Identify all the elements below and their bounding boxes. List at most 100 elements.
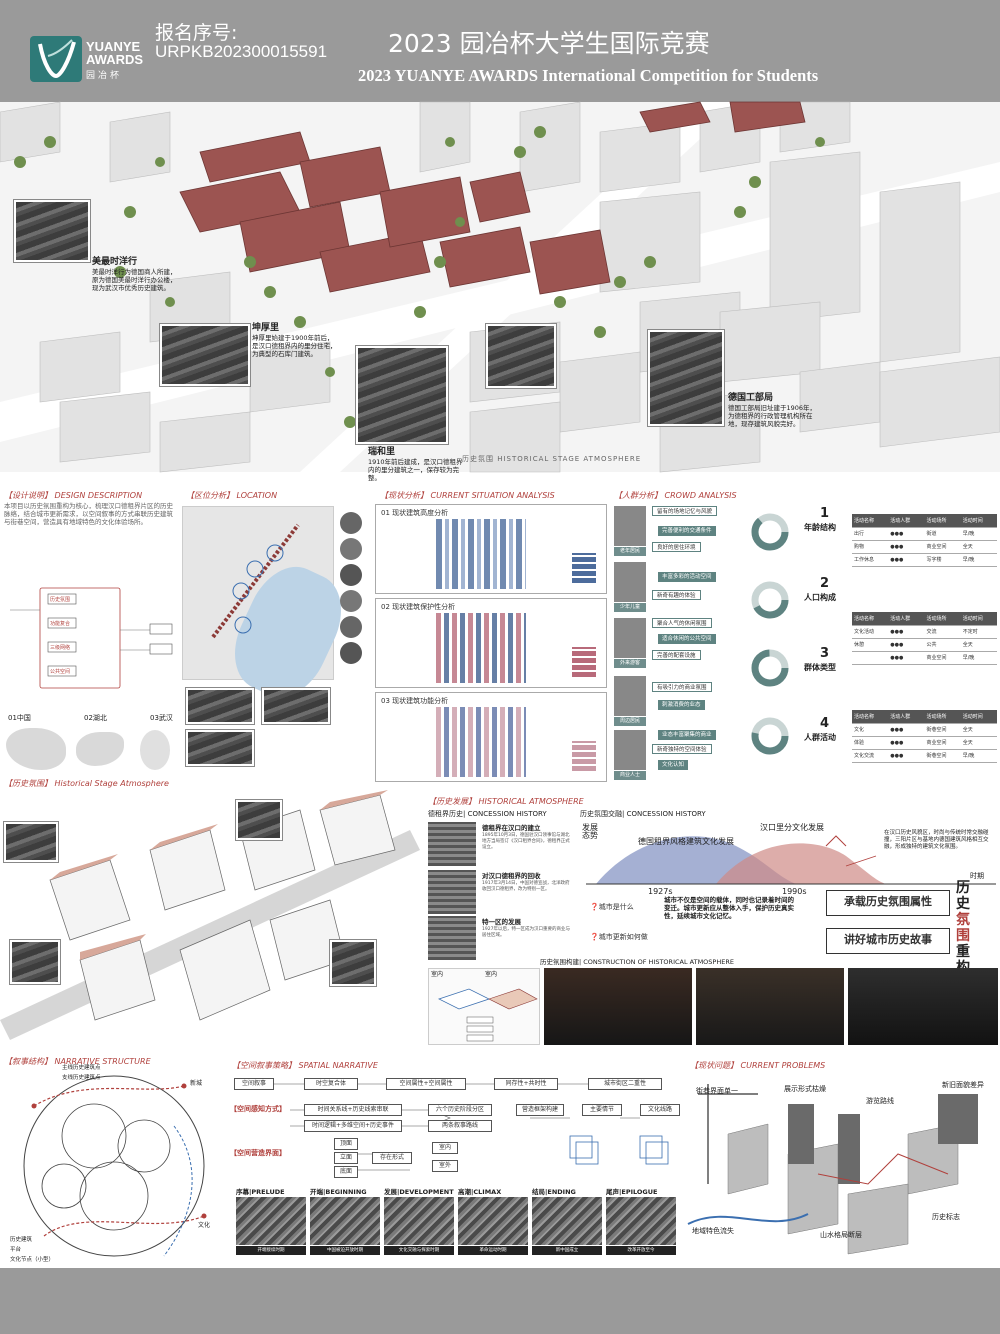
seq-head-6: 尾声|EPILOGUE [606,1188,658,1196]
vertical-title: 历史氛围重构 [956,880,970,976]
seq-head-5: 结局|ENDING [532,1188,576,1196]
svg-text:公共空间: 公共空间 [50,668,70,675]
location-photo-3 [186,730,254,766]
current-label-4: 新旧面貌差异 [942,1081,984,1089]
construct-render-2 [696,968,844,1045]
strategy-box-1: 承载历史氛围属性 [826,890,950,916]
historic-street-axonometric [0,790,420,1045]
stage-photo-2 [236,800,282,840]
narrative-legend-2: 支线历史建筑点 [62,1075,101,1081]
current-label-2: 展示形式枯燥 [784,1085,826,1093]
flow-box-17: 室内 [432,1142,458,1154]
narrative-legend-4: 平台 [10,1247,22,1253]
flow-box-2: 时空复合体 [304,1078,358,1090]
header-bar: YUANYE AWARDS 园冶杯 报名序号: URPKB20230001559… [0,0,1000,102]
narrative-legend-3: 历史建筑 [10,1237,33,1243]
curve-label-2: 汉口里分文化发展 [760,823,824,832]
answer-text: 城市不仅是空间的载体，同时也记录着时间的变迁。城市更新应从整体入手，保护历史真实… [664,896,794,920]
svg-text:三级网络: 三级网络 [50,644,70,651]
seq-cap-1: 开端接续时期 [236,1246,306,1255]
flow-box-12: 两条叙事路线 [428,1120,492,1132]
stage-photo-1 [4,822,58,862]
crowd-group-4: 周边居民 有吸引力的商业氛围 刺激消费的业态 [614,676,744,731]
activity-table-1: 活动名称活动人群活动场所活动时间 出行●●●街道早/晚 购物●●●商业空间全天 … [852,514,997,567]
section-current: 【现状问题】 CURRENT PROBLEMS [690,1061,826,1070]
section-status: 【现状分析】 CURRENT SITUATION ANALYSIS [380,491,555,500]
history-item-1: 德租界在汉口的建立 1895年10月3日，德国驻汉口领事馆与湖北地方当局签订《汉… [428,822,573,868]
seq-head-1: 序幕|PRELUDE [236,1188,285,1196]
seq-img-4 [458,1197,528,1245]
flow-box-11: 时间逻辑+多维空间+历史事件 [304,1120,402,1132]
seq-cap-3: 文化交融与探索时期 [384,1246,454,1255]
time-label: 时期 [970,872,984,880]
section-narrative: 【叙事结构】 NARRATIVE STRUCTURE [4,1057,151,1066]
metric-label-4: 人群活动 [804,733,836,742]
history-item-3: 特一区的发展 1927年以后，特一区成为汉口重要的商业与居住区域。 [428,916,573,962]
title-en: 2023 YUANYE AWARDS International Competi… [358,66,819,85]
flow-box-1: 空间叙事 [234,1078,274,1090]
logo-cn: 园冶杯 [86,71,123,81]
photo-historic-building-2 [160,324,250,386]
question-1: ❓城市是什么 [590,903,634,911]
narrative-node-2: 文化 [198,1222,211,1229]
narrative-circle-diagram [23,1075,207,1257]
construct-render-1 [544,968,692,1045]
map-wuhan [140,730,170,770]
flow-box-7: 六个历史阶段分区 [428,1104,492,1116]
flow-box-15: 底面 [334,1166,358,1178]
flow-box-8: 营造框架构建 [516,1104,564,1116]
current-label-3: 游览路线 [866,1097,894,1105]
metric-num-2: 2 [820,576,830,591]
history-item-2: 对汉口德租界的回收 1917年3月14日，中国对德宣战，北洋政府收回汉口德租界，… [428,870,573,916]
crowd-group-5: 商业人士 业态丰富聚集的商业 新奇独特的空间体验 文化认知 [614,730,744,785]
year-2: 1990s [782,887,807,896]
seq-cap-4: 革命运动时期 [458,1246,528,1255]
seq-head-3: 发展|DEVELOPMENT [384,1188,454,1196]
flow-cube-icons [569,1135,669,1165]
section-design: 【设计说明】 DESIGN DESCRIPTION [4,491,143,500]
current-label-1: 街巷界面单一 [696,1087,738,1095]
curve-label-1: 德国租界风格建筑文化发展 [638,837,734,846]
footer-bar [0,1268,1000,1334]
logo-swoosh-icon [38,39,76,79]
flow-red-label-1: 【空间感知方式】 [230,1105,286,1113]
seq-cap-2: 中国被迫开放时期 [310,1246,380,1255]
location-map [182,506,357,710]
narrative-node-1: 新城 [190,1080,203,1087]
flow-box-10: 文化线路 [640,1104,680,1116]
seq-img-1 [236,1197,306,1245]
note-building-4: 德国工部局德国工部局旧址建于1906年，为德租界的行政管理机构所在地，现存建筑风… [728,393,817,429]
donut-charts [751,513,789,755]
flow-box-13: 顶面 [334,1138,358,1150]
photo-historic-building-1 [14,200,90,262]
metric-label-2: 人口构成 [804,593,836,602]
construct-render-3 [848,968,998,1045]
stage-photo-4 [10,940,60,984]
location-photo-2 [262,688,330,724]
hero-caption: 历史氛围 HISTORICAL STAGE ATMOSPHERE [462,455,642,463]
metric-num-4: 4 [820,716,830,731]
aerial-axonometric-view: 美最时洋行美最时洋行为德国商人所建，原为德国美最时洋行办公楼，现为武汉市优秀历史… [0,101,1000,482]
location-thumbnails [340,512,364,664]
metric-label-1: 年龄结构 [804,523,836,532]
section-spatial: 【空间叙事策略】 SPATIAL NARRATIVE [232,1061,378,1070]
map-china [6,728,66,770]
concession-title: 德租界历史| CONCESSION HISTORY [428,810,547,818]
seq-cap-6: 改革开放至今 [606,1246,676,1255]
section-location: 【区位分析】 LOCATION [186,491,278,500]
registration-label: 报名序号: [155,22,238,44]
flow-red-label-2: 【空间营造界面】 [230,1149,286,1157]
flow-box-14: 立面 [334,1152,358,1164]
title-cn: 2023 园冶杯大学生国际竞赛 [388,29,710,58]
current-label-7: 历史标志 [932,1213,960,1221]
seq-cap-5: 新中国成立 [532,1246,602,1255]
narrative-legend-5: 文化节点（小型） [10,1257,55,1263]
crowd-group-3: 外来游客 聚合人气的休闲氛围 适合休闲的公共空间 完善的配套设施 [614,618,744,673]
design-text: 本项目以历史氛围重构为核心，梳理汉口德租界片区的历史脉络，结合城市更新需求，以空… [4,502,173,526]
year-1: 1927s [648,887,673,896]
metric-num-3: 3 [820,646,830,661]
note-building-2: 坤厚里坤厚里始建于1900年前后，是汉口德租界内的里分住宅，为典型的石库门建筑。 [252,323,337,359]
narrative-legend-1: 主线历史建筑点 [62,1065,101,1071]
flow-box-18: 室外 [432,1160,458,1172]
seq-img-2 [310,1197,380,1245]
